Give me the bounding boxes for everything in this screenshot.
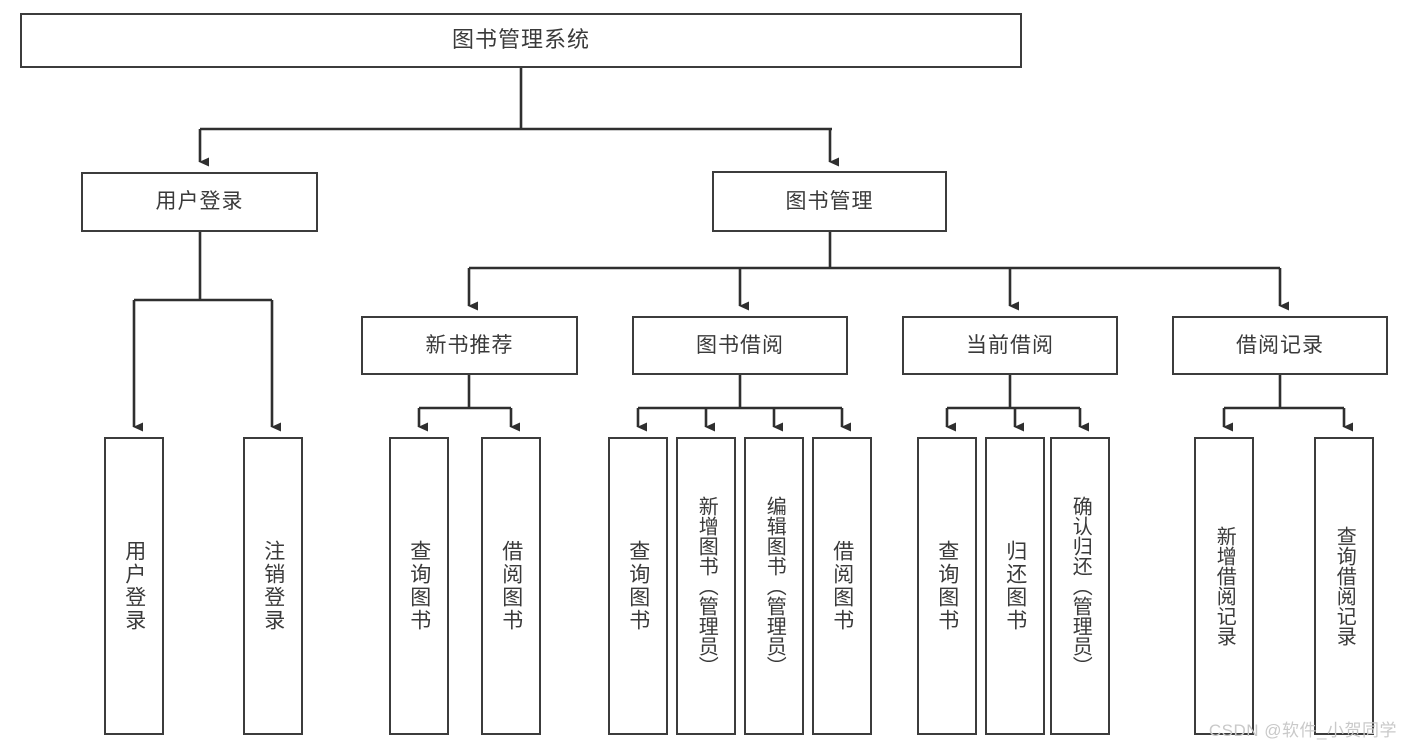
leaf-borrow-book-recommend[interactable]: 借阅图书 bbox=[481, 437, 541, 735]
leaf-borrow-book[interactable]: 借阅图书 bbox=[812, 437, 872, 735]
leaf-query-borrow-record[interactable]: 查询借阅记录 bbox=[1314, 437, 1374, 735]
node-borrow-record[interactable]: 借阅记录 bbox=[1172, 316, 1388, 375]
csdn-watermark: CSDN @软件_小贺同学 bbox=[1208, 721, 1397, 740]
leaf-query-book-borrow[interactable]: 查询图书 bbox=[608, 437, 668, 735]
leaf-return-book[interactable]: 归还图书 bbox=[985, 437, 1045, 735]
node-user-login[interactable]: 用户登录 bbox=[81, 172, 318, 232]
leaf-add-borrow-record[interactable]: 新增借阅记录 bbox=[1194, 437, 1254, 735]
node-book-borrow[interactable]: 图书借阅 bbox=[632, 316, 848, 375]
leaf-edit-book-admin[interactable]: 编辑图书（管理员） bbox=[744, 437, 804, 735]
node-current-borrow[interactable]: 当前借阅 bbox=[902, 316, 1118, 375]
leaf-user-login[interactable]: 用户登录 bbox=[104, 437, 164, 735]
leaf-query-book-recommend[interactable]: 查询图书 bbox=[389, 437, 449, 735]
node-root-system[interactable]: 图书管理系统 bbox=[20, 13, 1022, 68]
leaf-query-book-current[interactable]: 查询图书 bbox=[917, 437, 977, 735]
leaf-add-book-admin[interactable]: 新增图书（管理员） bbox=[676, 437, 736, 735]
node-new-book-recommend[interactable]: 新书推荐 bbox=[361, 316, 578, 375]
leaf-confirm-return-admin[interactable]: 确认归还（管理员） bbox=[1050, 437, 1110, 735]
leaf-logout-login[interactable]: 注销登录 bbox=[243, 437, 303, 735]
node-book-management[interactable]: 图书管理 bbox=[712, 171, 947, 232]
